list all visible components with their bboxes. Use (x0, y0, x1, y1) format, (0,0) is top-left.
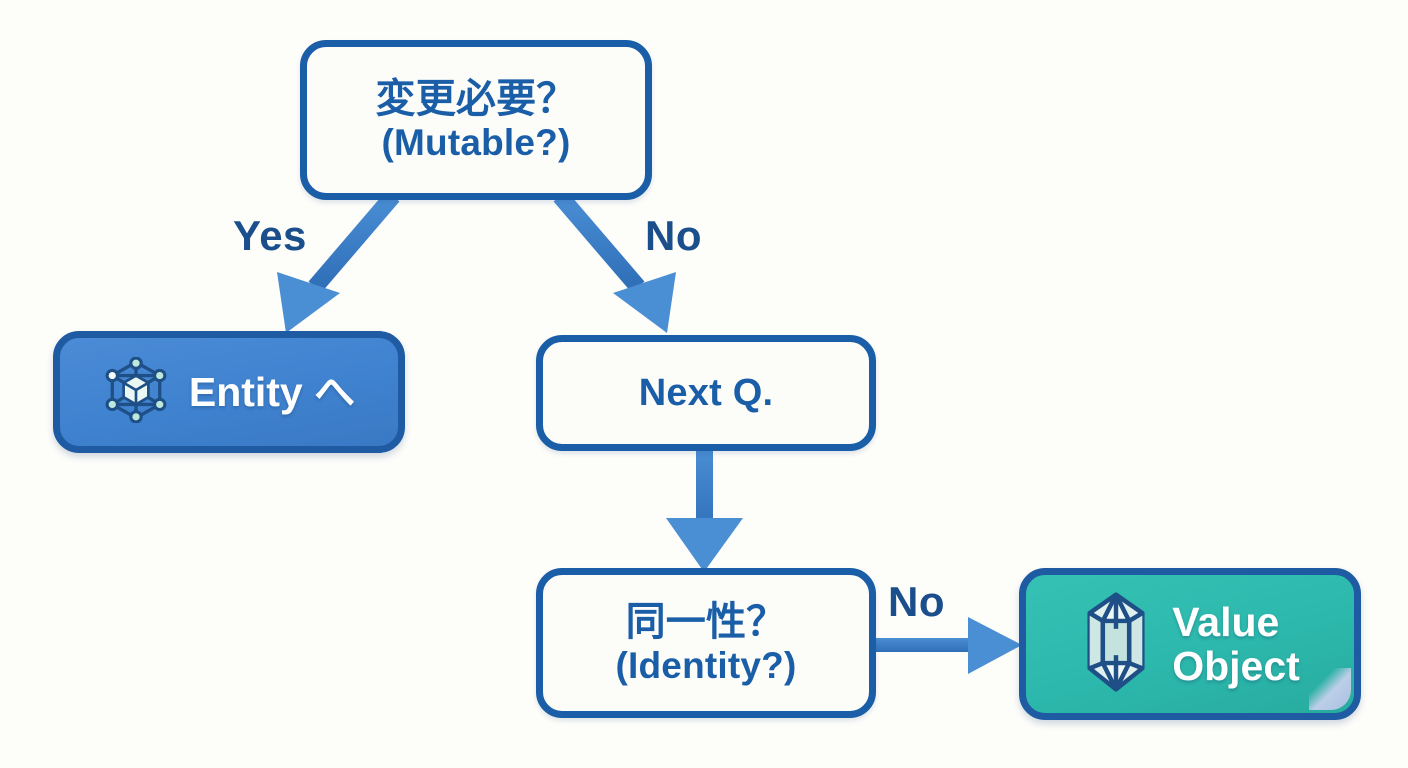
node-value-object-result[interactable]: Value Object (1019, 568, 1361, 720)
node-next-question-label-text: Next Q. (638, 371, 774, 414)
node-mutable-label-jp: 変更必要？ (375, 76, 577, 121)
edge-label-yes: Yes (233, 212, 307, 259)
edge-next-q-to-identity (666, 448, 743, 572)
node-next-question-label: Next Q. (639, 372, 773, 415)
node-mutable-label: 変更必要？ (Mutable?) (376, 77, 577, 163)
network-cube-icon (103, 355, 169, 428)
node-value-object-label: Value Object (1172, 598, 1300, 689)
node-mutable-label-en: (Mutable?) (381, 121, 571, 163)
node-mutable-question[interactable]: 変更必要？ (Mutable?) (300, 40, 652, 200)
crystal-gem-icon (1080, 591, 1152, 697)
node-entity-result[interactable]: Entity へ (53, 331, 405, 453)
node-next-question[interactable]: Next Q. (536, 335, 876, 451)
node-identity-label-en: (Identity?) (615, 644, 797, 686)
node-identity-question[interactable]: 同一性？ (Identity?) (536, 568, 876, 718)
node-identity-label: 同一性？ (Identity?) (615, 600, 796, 686)
edge-label-no-top: No (645, 212, 702, 259)
edge-label-no-bottom: No (888, 578, 945, 625)
node-identity-label-jp: 同一性？ (625, 599, 787, 644)
page-curl-decoration (1309, 668, 1351, 710)
node-entity-label: Entity へ (188, 368, 356, 415)
